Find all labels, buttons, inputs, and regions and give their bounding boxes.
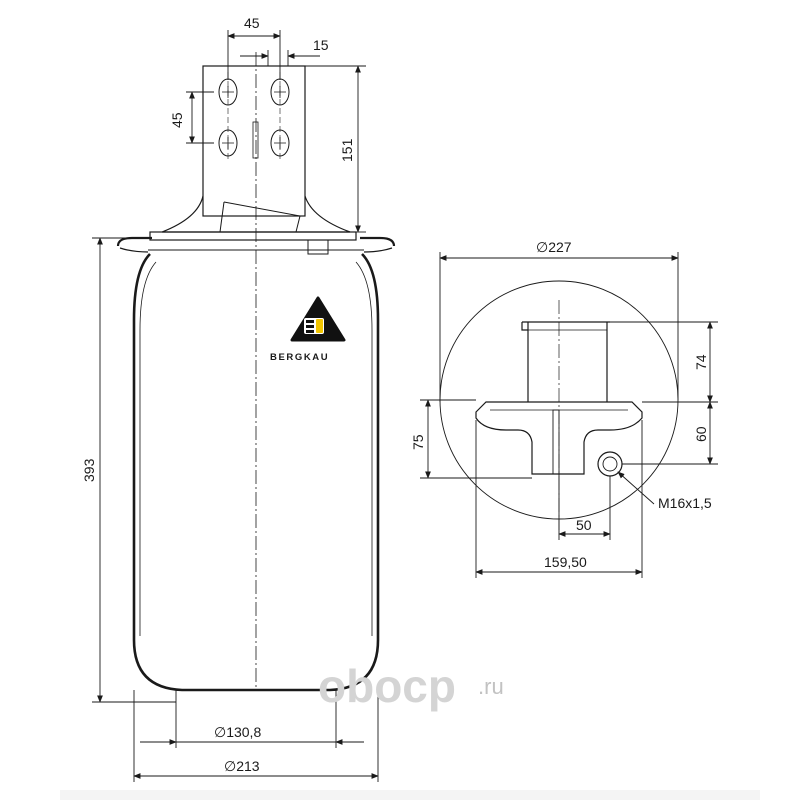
top-plate [475, 401, 643, 475]
top-dimensions [420, 252, 718, 578]
dim-total-height: 393 [81, 458, 97, 482]
logo-brand-name: BERGKAU [270, 352, 329, 363]
dim-top-diameter: ∅227 [536, 239, 572, 255]
front-dimension-labels: 45 15 45 151 393 ∅130,8 ∅213 [81, 15, 355, 774]
dim-stud-height: 60 [693, 426, 709, 442]
dim-thread-label: M16x1,5 [658, 495, 712, 511]
bottom-strip [60, 790, 760, 800]
logo-accent [316, 319, 323, 333]
dim-stud-offset: 50 [576, 517, 592, 533]
watermark: oboср .ru [318, 660, 504, 712]
dim-bolt-spacing-vertical: 45 [169, 112, 185, 128]
top-bracket [521, 321, 610, 402]
bolt-holes [218, 72, 290, 160]
watermark-text: oboср [318, 660, 456, 712]
dim-bracket-height: 151 [339, 138, 355, 162]
top-flange [149, 231, 357, 241]
dim-stud-position: 159,50 [544, 554, 587, 570]
bracket-rib [219, 201, 301, 233]
bellow-inner-line [139, 261, 157, 636]
front-dimensions [92, 30, 379, 782]
watermark-suffix: .ru [478, 674, 504, 699]
front-view [116, 52, 396, 692]
dim-overall-diameter: ∅213 [224, 758, 260, 774]
mounting-bracket-plate [202, 65, 306, 217]
bergkau-logo: BERGKAU [270, 296, 346, 363]
dim-plate-height: 75 [410, 434, 426, 450]
dim-bolt-offset: 15 [313, 37, 329, 53]
flange-stud [307, 239, 329, 255]
dim-bottom-inner-diameter: ∅130,8 [214, 724, 261, 740]
dim-bracket-top: 74 [693, 354, 709, 370]
top-dimension-labels: ∅227 74 60 75 M16x1,5 50 159,50 [410, 239, 712, 570]
top-stud [552, 409, 560, 475]
dim-bolt-spacing-horizontal: 45 [244, 15, 260, 31]
